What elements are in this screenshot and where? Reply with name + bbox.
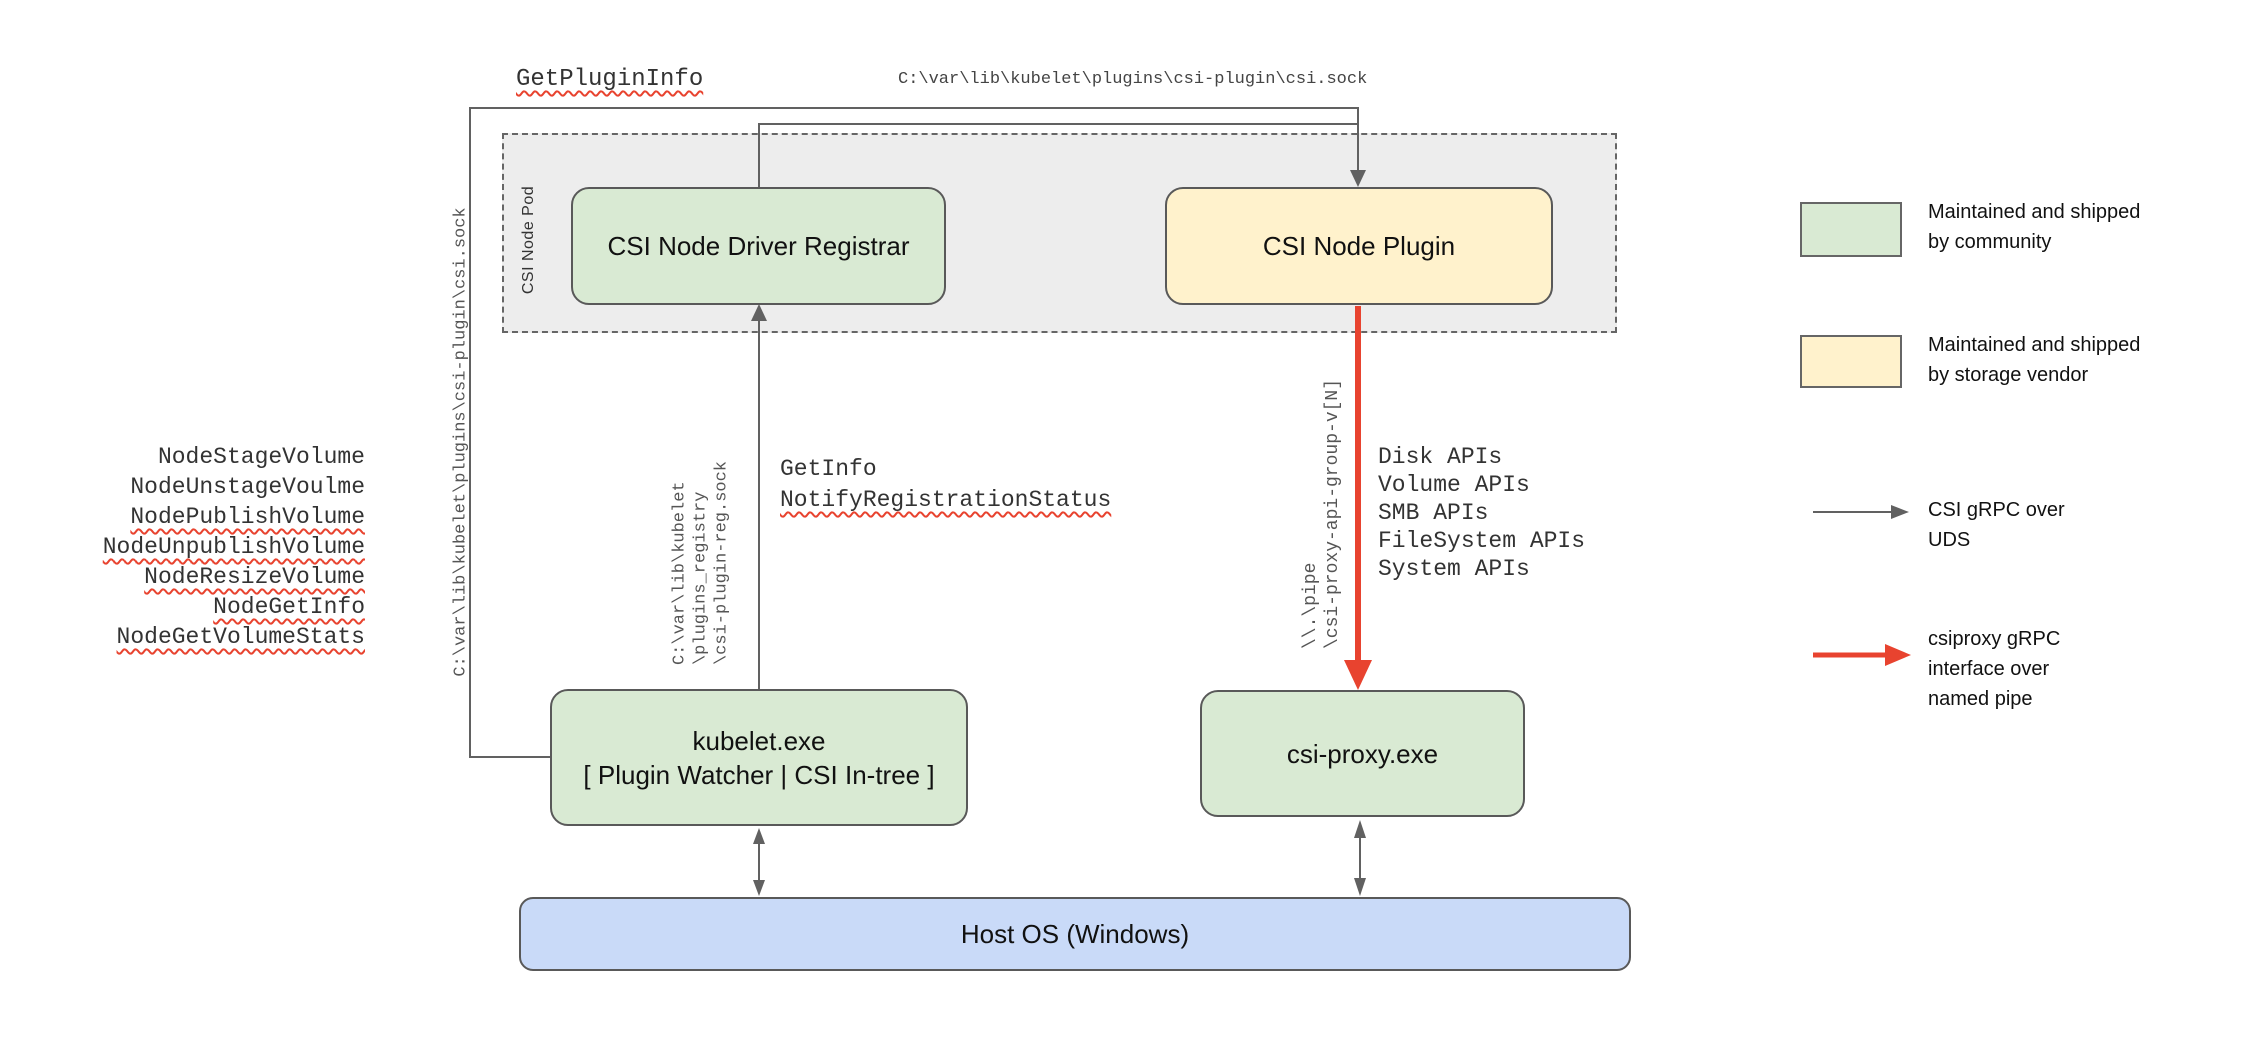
registration-calls: GetInfo NotifyRegistrationStatus: [780, 454, 1111, 516]
arrowhead-up-kubelet: [753, 828, 765, 844]
kubelet-box: kubelet.exe [ Plugin Watcher | CSI In-tr…: [550, 689, 968, 826]
legend-pipe-label: csiproxy gRPC interface over named pipe: [1928, 628, 2061, 710]
registry-sock-path-label: C:\var\lib\kubelet \plugins_registry \cs…: [670, 460, 732, 666]
arrowhead-down-hostos-right: [1354, 878, 1366, 896]
csi-sock-path-top-label: C:\var\lib\kubelet\plugins\csi-plugin\cs…: [898, 70, 1368, 89]
csi-node-plugin-box: CSI Node Plugin: [1165, 187, 1553, 305]
proxy-api-list: Disk APIs Volume APIs SMB APIs FileSyste…: [1378, 443, 1585, 583]
proxy-api-item: System APIs: [1378, 556, 1530, 582]
proxy-api-item: FileSystem APIs: [1378, 528, 1586, 554]
legend-uds-arrowhead: [1891, 505, 1909, 519]
csi-node-pod-label: CSI Node Pod: [520, 185, 537, 295]
proxy-api-item: Disk APIs: [1378, 444, 1503, 470]
node-rpc-item: NodeGetVolumeStats: [116, 624, 365, 650]
named-pipe-path-label: \\.\pipe \csi-proxy-api-group-v[N]: [1301, 378, 1343, 650]
csi-proxy-box: csi-proxy.exe: [1200, 690, 1525, 817]
legend-pipe-arrowhead: [1885, 644, 1911, 666]
legend-community-label: Maintained and shipped by community: [1928, 201, 2141, 253]
legend-vendor-label: Maintained and shipped by storage vendor: [1928, 334, 2141, 386]
node-rpc-item: NodePublishVolume: [130, 504, 365, 530]
legend-community-swatch: [1800, 202, 1902, 257]
node-rpc-item: NodeStageVolume: [157, 444, 365, 470]
red-arrowhead-into-csiproxy: [1344, 660, 1372, 690]
proxy-api-item: SMB APIs: [1378, 500, 1489, 526]
csi-sock-path-left-label: C:\var\lib\kubelet\plugins\csi-plugin\cs…: [451, 207, 471, 677]
proxy-api-item: Volume APIs: [1378, 472, 1530, 498]
node-rpc-item: NodeUnpublishVolume: [102, 534, 365, 560]
csi-node-driver-registrar-box: CSI Node Driver Registrar: [571, 187, 946, 305]
get-plugin-info-label: GetPluginInfo: [516, 66, 704, 93]
get-info-label: GetInfo: [780, 456, 877, 482]
node-rpc-item: NodeGetInfo: [213, 594, 365, 620]
node-rpc-item: NodeUnstageVoulme: [130, 474, 365, 500]
arrowhead-up-csiproxy: [1354, 820, 1366, 838]
arrowhead-down-hostos-left: [753, 880, 765, 896]
notify-registration-status-label: NotifyRegistrationStatus: [780, 487, 1112, 513]
legend-uds-label: CSI gRPC over UDS: [1928, 499, 2065, 551]
node-rpc-item: NodeResizeVolume: [144, 564, 365, 590]
node-rpc-list: NodeStageVolume NodeUnstageVoulme NodePu…: [45, 442, 365, 652]
legend-vendor-swatch: [1800, 335, 1902, 388]
host-os-box: Host OS (Windows): [519, 897, 1631, 971]
